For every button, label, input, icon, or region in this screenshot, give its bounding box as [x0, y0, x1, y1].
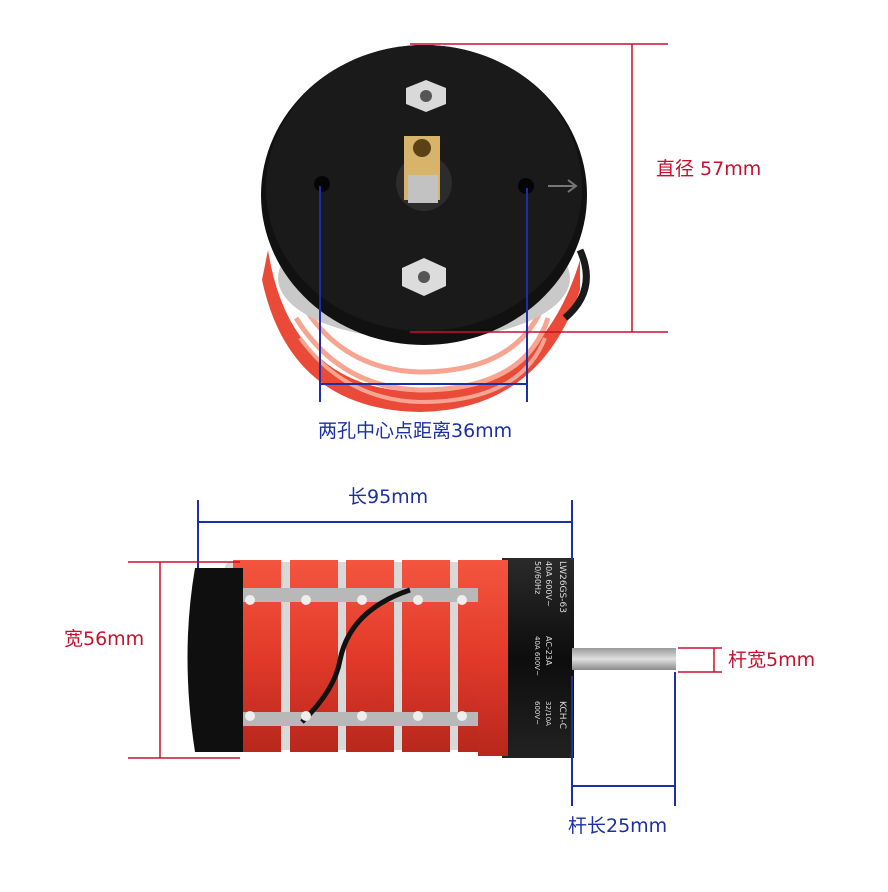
- print-line4: 40A 600V~: [533, 636, 541, 676]
- switch-shaft: [572, 648, 676, 670]
- print-brand: KCH-C: [557, 701, 567, 729]
- print-line5: 32/10A: [544, 701, 552, 726]
- print-model: LW26GS-63: [557, 561, 567, 613]
- length-label: 长95mm: [348, 486, 429, 508]
- cam-housing: [502, 558, 574, 758]
- print-line2: 50/60Hz: [533, 561, 542, 594]
- shaft-width-label: 杆宽5mm: [728, 649, 816, 671]
- diameter-dimension: [410, 43, 668, 333]
- housing-print: LW26GS-63 40A 600V~ 50/60Hz AC-23A 40A 6…: [533, 561, 567, 729]
- top-view-switch: [261, 45, 590, 412]
- width-label: 宽56mm: [64, 628, 145, 650]
- mount-hole-icon: [518, 178, 534, 194]
- mount-hole-icon: [314, 176, 330, 192]
- hole-distance-label: 两孔中心点距离36mm: [318, 420, 513, 442]
- print-line6: 600V~: [533, 701, 541, 725]
- print-line1: 40A 600V~: [544, 561, 553, 607]
- side-view-switch: [187, 558, 676, 758]
- shaft-width-dimension: [678, 647, 722, 673]
- diameter-label: 直径 57mm: [656, 158, 762, 180]
- length-dimension: [197, 500, 573, 568]
- print-line3: AC-23A: [544, 636, 553, 666]
- shaft-length-label: 杆长25mm: [568, 815, 668, 837]
- width-dimension: [128, 561, 240, 759]
- shaft-length-dimension: [571, 672, 676, 806]
- hole-distance-dimension: [319, 186, 528, 402]
